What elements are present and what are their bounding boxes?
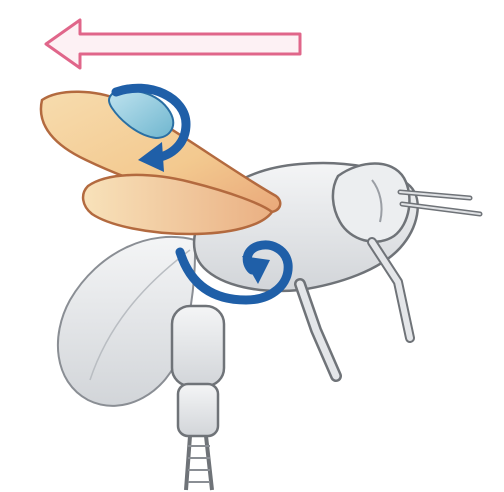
- insect-illustration: [41, 91, 480, 490]
- abdomen-segment: [178, 384, 218, 436]
- head: [333, 164, 410, 242]
- abdomen-segment: [172, 306, 224, 386]
- left-arrow-icon: [46, 20, 300, 68]
